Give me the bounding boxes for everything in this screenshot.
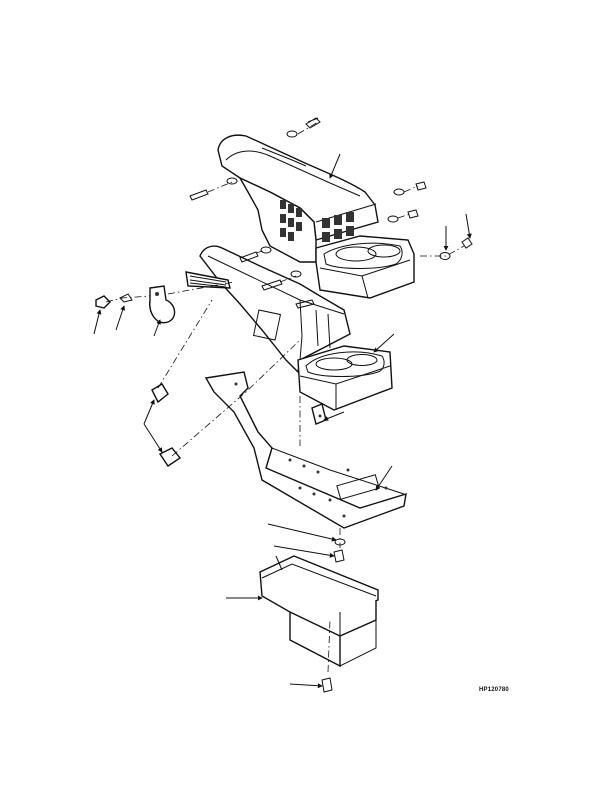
plate-holes bbox=[234, 382, 388, 518]
switch-openings bbox=[280, 200, 354, 242]
alignment-lines bbox=[105, 121, 465, 673]
figure-reference-code: HP120780 bbox=[479, 687, 509, 693]
lower-console-body bbox=[185, 245, 393, 411]
lower-storage-box bbox=[259, 555, 379, 668]
mounting-plate bbox=[204, 371, 407, 529]
upper-console-cover bbox=[217, 134, 415, 299]
callout-arrows bbox=[93, 153, 472, 689]
